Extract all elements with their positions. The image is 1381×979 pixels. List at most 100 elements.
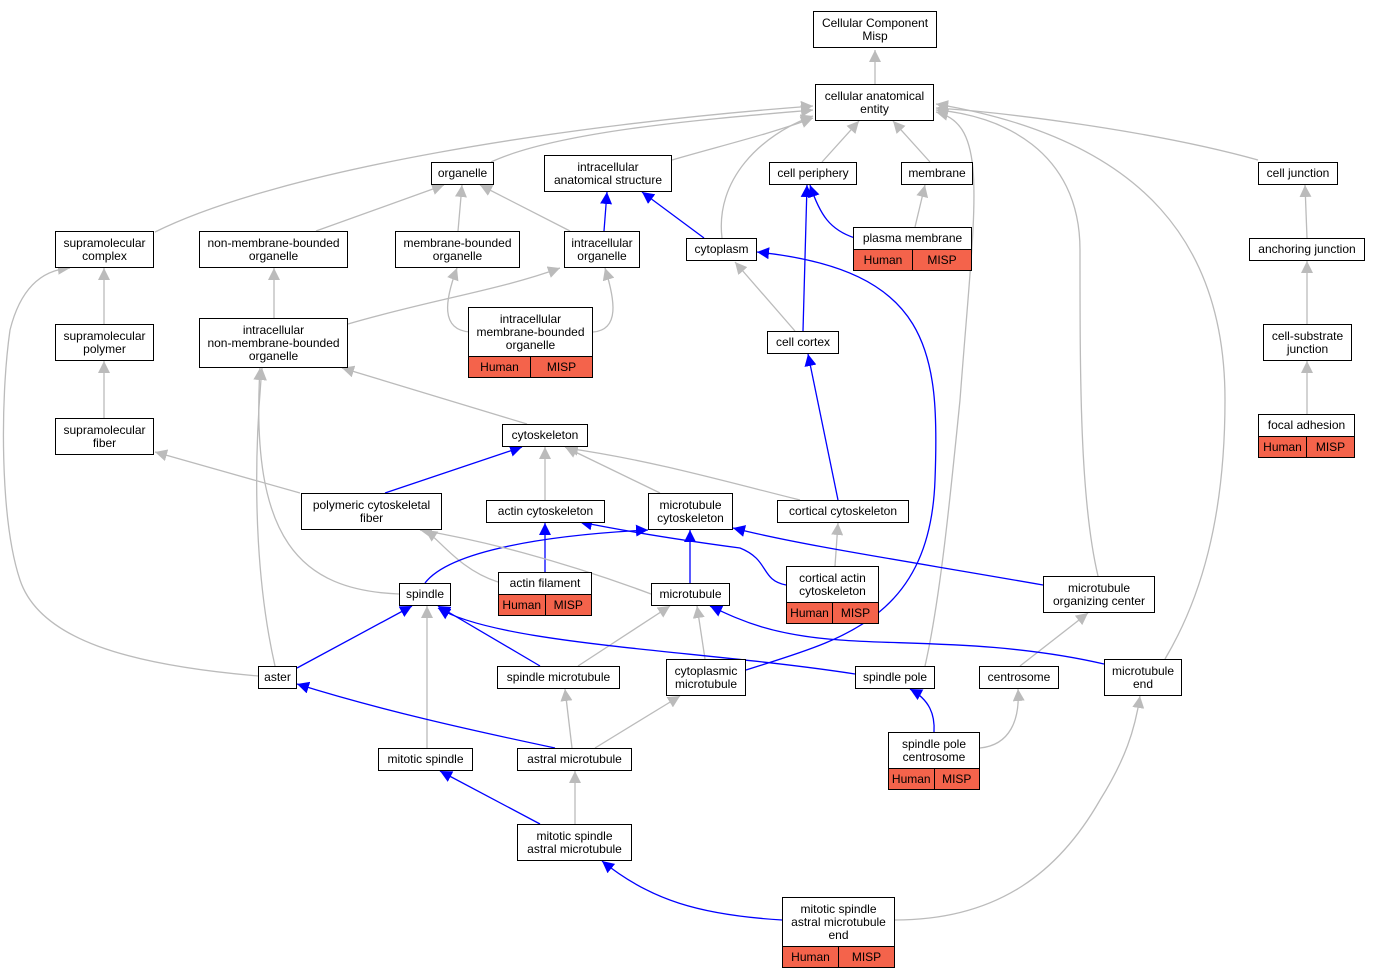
edge-spindle-mtcyto [424,524,649,584]
node-microtubule[interactable]: microtubule [651,583,730,606]
edge-astralmt-aster [296,681,556,749]
node-polymeric-cytoskeletal-fiber[interactable]: polymeric cytoskeletal fiber [301,493,442,530]
gene-label: MISP [832,603,878,623]
edge-spindlepole-cae [924,108,975,667]
edge-spindlemt-microtubule [577,605,671,667]
edge-corticalcyto-cellcortex [804,353,839,501]
edge-supracomplex-cae [154,100,814,233]
gene-label: MISP [912,250,971,270]
node-microtubule-cytoskeleton[interactable]: microtubule cytoskeleton [648,493,733,530]
edge-membrane-cae [892,120,931,163]
edge-aster-spindle [296,605,413,669]
node-cytoplasm[interactable]: cytoplasm [686,238,757,261]
edge-mtend-microtubule [709,605,1105,665]
node-cell-substrate-junction[interactable]: cell-substrate junction [1263,324,1352,361]
node-astral-microtubule[interactable]: astral microtubule [517,748,632,771]
edge-cytoplasm-ias [641,191,705,239]
edge-imbo-introrg [592,267,615,333]
edge-corticalactin-actincyto [579,518,787,586]
species-label: Human [1263,440,1302,454]
species-label: Human [480,360,519,374]
edge-imbo-mbo [447,267,471,333]
node-microtubule-organizing-center[interactable]: microtubule organizing center [1043,576,1155,613]
node-aster[interactable]: aster [258,666,297,689]
edge-astralmt-cytomt [594,695,681,749]
gene-label: MISP [1306,437,1354,457]
node-spindle-pole[interactable]: spindle pole [855,666,935,689]
edge-ias-cae [671,116,814,161]
edge-organelle-cae [490,105,814,163]
edge-astralmt-spindlemt [560,688,573,749]
node-centrosome[interactable]: centrosome [979,666,1059,689]
edge-spindlepole-spindle [437,607,856,675]
node-microtubule-end[interactable]: microtubule end [1104,659,1182,696]
edge-inmbo-introrg [347,266,561,325]
edge-mtend-cae [935,100,1226,660]
edge-cellperiphery-cae [821,120,860,163]
node-intracellular-non-membrane-bounded-organelle[interactable]: intracellular non-membrane-bounded organ… [199,318,348,368]
node-intracellular-anatomical-structure[interactable]: intracellular anatomical structure [544,155,672,192]
edge-nmbo-organelle [315,183,445,232]
annotation-plasma-membrane: Human MISP [853,249,972,271]
species-label: Human [502,598,542,612]
node-mitotic-spindle-astral-microtubule-end[interactable]: mitotic spindle astral microtubule end [782,897,895,947]
species-label: Human [863,253,903,267]
node-spindle-microtubule[interactable]: spindle microtubule [497,666,620,689]
species-label: Human [791,950,830,964]
node-anchoring-junction[interactable]: anchoring junction [1249,238,1365,261]
node-cytoskeleton[interactable]: cytoskeleton [502,424,588,447]
node-actin-cytoskeleton[interactable]: actin cytoskeleton [486,500,605,523]
edge-spc-centrosome [979,688,1025,749]
node-intracellular-membrane-bounded-organelle[interactable]: intracellular membrane-bounded organelle [468,307,593,357]
edge-spc-spindlepole [909,688,935,733]
node-spindle-pole-centrosome[interactable]: spindle pole centrosome [888,732,980,769]
node-mitotic-spindle[interactable]: mitotic spindle [378,748,473,771]
edge-corticalactin-corticalcyto [831,522,844,567]
edge-centrosome-mtoc [1019,612,1089,667]
edge-corticalcyto-cytoskeleton [565,443,801,501]
node-membrane[interactable]: membrane [901,162,973,185]
annotation-focal-adhesion: Human MISP [1258,436,1355,458]
gene-label: MISP [544,595,592,615]
node-non-membrane-bounded-organelle[interactable]: non-membrane-bounded organelle [199,231,348,268]
edge-masmtend-mtend [894,695,1145,921]
node-spindle[interactable]: spindle [399,583,451,606]
edge-masmt-mitoticspindle [439,770,541,825]
edge-plasmamembrane-cellperiphery [808,184,856,239]
edge-cellcortex-cytoplasm [734,261,796,332]
node-supramolecular-fiber[interactable]: supramolecular fiber [55,418,154,455]
node-cortical-cytoskeleton[interactable]: cortical cytoskeleton [777,500,909,523]
node-supramolecular-polymer[interactable]: supramolecular polymer [55,324,154,361]
annotation-mitotic-spindle-astral-microtubule-end: Human MISP [782,946,895,968]
node-cytoplasmic-microtubule[interactable]: cytoplasmic microtubule [666,659,746,696]
node-supramolecular-complex[interactable]: supramolecular complex [55,231,154,268]
edge-cytomt-microtubule [692,605,706,660]
node-membrane-bounded-organelle[interactable]: membrane-bounded organelle [395,231,520,268]
edge-mtoc-mtcyto [732,525,1044,586]
node-cellular-component-misp[interactable]: Cellular Component Misp [813,11,937,48]
node-cortical-actin-cytoskeleton[interactable]: cortical actin cytoskeleton [786,566,879,603]
node-actin-filament[interactable]: actin filament [498,572,592,595]
edge-mbo-organelle [454,184,467,232]
edge-microtubule-polyfiber [419,526,652,595]
node-plasma-membrane[interactable]: plasma membrane [853,227,972,250]
edge-introrg-organelle [479,184,571,232]
gene-label: MISP [838,947,894,967]
node-cell-junction[interactable]: cell junction [1258,162,1338,185]
edge-cytoplasm-cae [720,114,814,239]
node-cell-cortex[interactable]: cell cortex [767,331,839,354]
node-intracellular-organelle[interactable]: intracellular organelle [564,231,640,268]
node-cellular-anatomical-entity[interactable]: cellular anatomical entity [815,84,934,121]
node-cell-periphery[interactable]: cell periphery [769,162,857,185]
edge-cytoskeleton-inmbo [341,365,528,425]
node-mitotic-spindle-astral-microtubule[interactable]: mitotic spindle astral microtubule [517,824,632,861]
edge-introrg-ias [600,191,613,232]
edge-mtoc-cae [935,104,1099,577]
node-focal-adhesion[interactable]: focal adhesion [1258,414,1355,437]
edge-masmtend-masmt [601,860,783,921]
node-organelle[interactable]: organelle [431,162,494,185]
gene-label: MISP [530,357,592,377]
